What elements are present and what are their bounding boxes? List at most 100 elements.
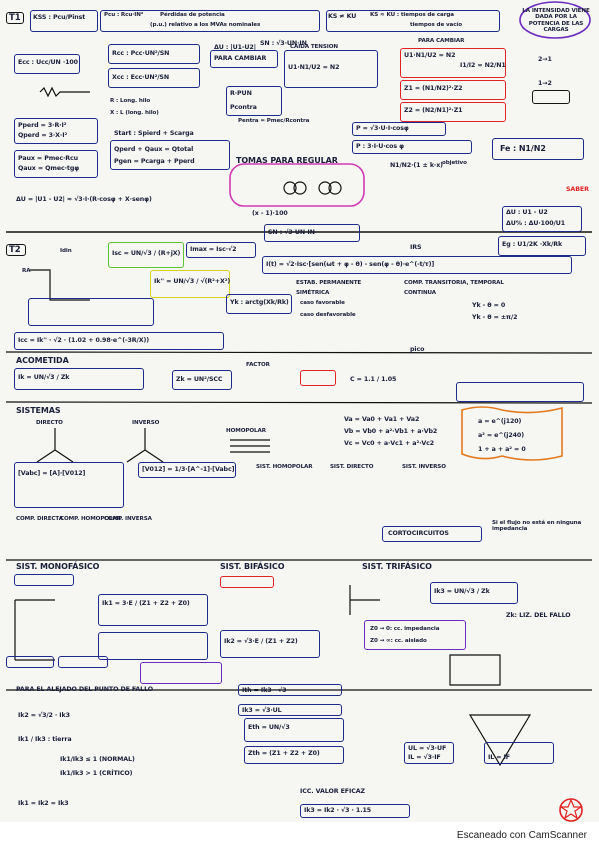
in3-box <box>6 656 54 668</box>
eth-box <box>244 718 344 742</box>
zk-liz-fallo: Zk: LIZ. DEL FALLO <box>506 612 571 619</box>
imax-formula: Imax = Isc·√2 <box>190 246 237 253</box>
acometida-title: ACOMETIDA <box>16 356 69 365</box>
sn-box <box>264 224 360 242</box>
ik2-formula: Ik'' = UN/√3 / √(R²+X²) <box>154 278 231 285</box>
vb-formula: Vb = Vb0 + a²·Vb1 + a·Vb2 <box>344 428 438 435</box>
du-percent-u1: ΔU% : ΔU·100/U1 <box>506 220 566 227</box>
pcontra-label: Pcontra <box>230 104 257 111</box>
vabc-matrix: [Vabc] = [A]·[V012] <box>18 470 86 477</box>
ik2-bi-formula: Ik2 = √3·E / (Z1 + Z2) <box>224 638 298 645</box>
xcc-box <box>108 68 200 88</box>
acometida-ik-box <box>14 368 144 390</box>
v012-box <box>138 462 236 478</box>
yk-theta-pi2: Yk - θ = ±π/2 <box>472 314 518 321</box>
zq-box <box>300 370 336 386</box>
ik3-final-formula: Ik3 = Ik2 · √3 · 1.15 <box>304 807 372 814</box>
ik-max-box <box>140 662 222 684</box>
start-box <box>110 140 230 170</box>
du-formula: PARA CAMBIAR <box>214 55 267 62</box>
ik1-normal: Ik1/Ik3 ≤ 1 (NORMAL) <box>60 756 135 763</box>
z1-formula: Z1 = (N1/N2)²·Z2 <box>404 85 463 92</box>
pgen-formula: Pgen = Pcarga + Pperd <box>114 158 195 165</box>
ra-label: RA <box>22 268 31 274</box>
ks-tiempos-carga: KS ≈ KU : tiempos de carga <box>370 12 454 18</box>
idin-box <box>186 242 256 258</box>
sist-trifasico-title: SIST. TRIFÁSICO <box>362 562 432 571</box>
paux-box <box>14 150 98 178</box>
sistemas-title: SISTEMAS <box>16 406 61 415</box>
z0-cero: Z0 → 0: cc. impedancia <box>370 626 440 632</box>
cortocircuitos-box <box>382 526 482 542</box>
cambiar-box-2 <box>400 80 506 100</box>
zk-formula: Zk = UN²/SCC <box>176 376 223 383</box>
du-u1-u2: ΔU : U1 - U2 <box>506 209 548 216</box>
du-percent-box <box>284 50 378 88</box>
homopolar-label: HOMOPOLAR <box>226 428 266 434</box>
irs-label: IRS <box>410 244 422 251</box>
camscanner-watermark: Escaneado con CamScanner <box>456 830 587 841</box>
z0-inf: Z0 → ∞: cc. aislado <box>370 638 427 644</box>
continua-label: CONTINUA <box>404 290 437 296</box>
t2-tag <box>6 244 26 256</box>
ks-tiempos-vacio: tiempos de vacío <box>410 22 462 28</box>
comp-directa-label: COMP. DIRECTA <box>16 516 63 522</box>
ik3-sqrt3: Ik3 = √3·UL <box>242 707 282 714</box>
sist-bifasico-title: SIST. BIFÁSICO <box>220 562 285 571</box>
eg-box <box>498 236 586 256</box>
acometida-ik: Ik = UN/√3 / Zk <box>18 374 70 381</box>
ul-il-box <box>484 742 554 764</box>
zth-box <box>244 746 344 764</box>
du-approx-formula: ΔU = |U1 - U2| ≈ √3·I·(R·cosφ + X·senφ) <box>16 196 152 203</box>
c-range: C = 1.1 / 1.05 <box>350 376 397 383</box>
sist-homopolar-label: SIST. HOMOPOLAR <box>256 464 313 470</box>
sn-formula-acometida: SN : √3·UN·IN <box>260 40 307 47</box>
ik3-tri-formula: Ik3 = UN/√3 / Zk <box>434 588 490 595</box>
ks-ku-box <box>326 10 500 32</box>
inverso-label: INVERSO <box>132 420 160 426</box>
saber-note: SABER <box>566 186 589 193</box>
caida-tension-title: CAIDA TENSION <box>290 44 339 50</box>
comp-inversa-label: COMP. INVERSA <box>104 516 152 522</box>
a2-def: a² = e^(j240) <box>478 432 524 439</box>
factor-label: FACTOR <box>246 362 270 368</box>
p-3iu-box <box>352 140 472 154</box>
va-formula: Va = Va0 + Va1 + Va2 <box>344 416 420 423</box>
sn-formula-t2: SN : √3·UN·IN <box>268 229 315 236</box>
z0-oval-box <box>364 620 466 650</box>
eth-formula: Eth = UN/√3 <box>248 724 290 731</box>
a-sum-zero: 1 + a + a² = 0 <box>478 446 526 453</box>
ik3-final-box <box>300 804 410 818</box>
qperd-qaux-formula: Qperd + Qaux = Qtotal <box>114 146 194 153</box>
icc-valor-eficaz: ICC. VALOR EFICAZ <box>300 788 365 795</box>
if3-box <box>58 656 108 668</box>
ik1-formula: Ik1 = 3·E / (Z1 + Z2 + Z0) <box>102 600 190 607</box>
ik-box <box>150 270 230 298</box>
ik2-ik3-ratio: Ik2 = √3/2 · Ik3 <box>18 712 70 719</box>
pico-label: pico <box>410 346 425 353</box>
pun-box <box>226 86 282 116</box>
isc-box <box>108 242 184 268</box>
pcu-formula: Pcu : Rcu·IN² <box>104 12 144 18</box>
zth-formula: Zth = (Z1 + Z2 + Z0) <box>248 750 320 757</box>
t1-tag <box>6 12 24 24</box>
r-pun-label: R·PUN <box>230 90 252 97</box>
comp-transitoria: COMP. TRANSITORIA, TEMPORAL <box>404 280 504 286</box>
sist-monofasico-title: SIST. MONOFÁSICO <box>16 562 100 571</box>
n1-n2-tomas: N1/N2·(1 ± k·x) <box>390 162 443 169</box>
qaux-formula: Qaux = Qmec·tgφ <box>18 165 80 172</box>
mono-formula-box-2 <box>98 632 208 660</box>
il-sqrt3-if: IL = √3·IF <box>408 754 441 761</box>
i1-i2-formula: I1/I2 = N2/N1 <box>460 62 506 69</box>
du-percent-formula: U1·N1/U2 = N2 <box>288 64 340 71</box>
il-if: IL = IF <box>488 754 510 761</box>
cortocircuitos-label: CORTOCIRCUITOS <box>388 530 449 537</box>
estab-permanente: ESTAB. PERMANENTE <box>296 280 362 286</box>
matrix-box <box>14 462 124 508</box>
mono-box <box>14 574 74 586</box>
r-long-hilo: R : Long. hilo <box>110 98 151 104</box>
ik1-critico: Ik1/Ik3 > 1 (CRÍTICO) <box>60 770 133 777</box>
caso-favorable: caso favorable <box>300 300 345 306</box>
idin-label: Idin <box>60 248 72 254</box>
perdidas-box <box>100 10 320 32</box>
